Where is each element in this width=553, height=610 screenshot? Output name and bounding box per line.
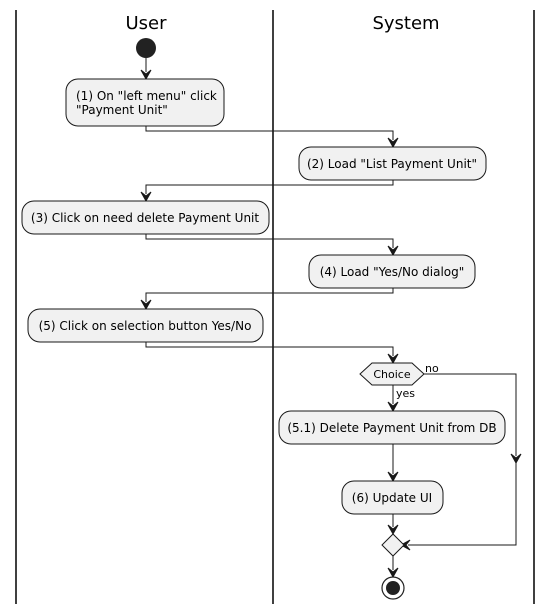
branch-label-no: no (425, 362, 439, 375)
lane-title-system: System (372, 13, 439, 34)
arrowhead (387, 245, 399, 257)
step-5-1-text: (5.1) Delete Payment Unit from DB (287, 421, 496, 435)
arrowhead (387, 524, 399, 536)
arrowhead (399, 539, 411, 551)
edge-step4-to-step5 (145, 288, 394, 302)
step-1-text-line2: "Payment Unit" (76, 103, 168, 117)
start-node (136, 38, 156, 58)
decision-text: Choice (373, 368, 410, 381)
arrowhead (387, 401, 399, 413)
edge-step5-to-decision (145, 342, 394, 356)
action-step-5: (5) Click on selection button Yes/No (27, 308, 264, 343)
step-4-text: (4) Load "Yes/No dialog" (320, 265, 465, 279)
step-3-text: (3) Click on need delete Payment Unit (31, 211, 259, 225)
arrowhead (510, 453, 522, 465)
step-2-text: (2) Load "List Payment Unit" (307, 157, 477, 171)
arrowhead (387, 137, 399, 149)
edge-step3-to-step4 (145, 234, 394, 248)
edge-no-to-merge (408, 463, 517, 546)
arrowhead (140, 299, 152, 311)
step-1-text-line1: (1) On "left menu" click (76, 89, 217, 103)
decision-choice: Choice (359, 362, 425, 386)
action-step-3: (3) Click on need delete Payment Unit (21, 200, 270, 235)
lane-title-user: User (125, 13, 167, 34)
edge-decision-no (424, 373, 517, 456)
action-step-4: (4) Load "Yes/No dialog" (308, 254, 476, 289)
step-6-text: (6) Update UI (352, 491, 432, 505)
arrowhead (387, 471, 399, 483)
action-step-2: (2) Load "List Payment Unit" (298, 146, 487, 181)
step-5-text: (5) Click on selection button Yes/No (39, 319, 252, 333)
edge-step2-to-step3 (145, 180, 394, 194)
edge-step1-to-step2 (145, 126, 394, 140)
arrowhead (140, 191, 152, 203)
action-step-6: (6) Update UI (341, 480, 444, 515)
merge-node (381, 533, 405, 557)
arrowhead (387, 353, 399, 365)
arrowhead (140, 69, 152, 81)
end-node (381, 576, 405, 600)
action-step-1: (1) On "left menu" click "Payment Unit" (65, 78, 225, 127)
branch-label-yes: yes (396, 387, 415, 400)
action-step-5-1: (5.1) Delete Payment Unit from DB (278, 410, 506, 445)
arrowhead (387, 567, 399, 579)
